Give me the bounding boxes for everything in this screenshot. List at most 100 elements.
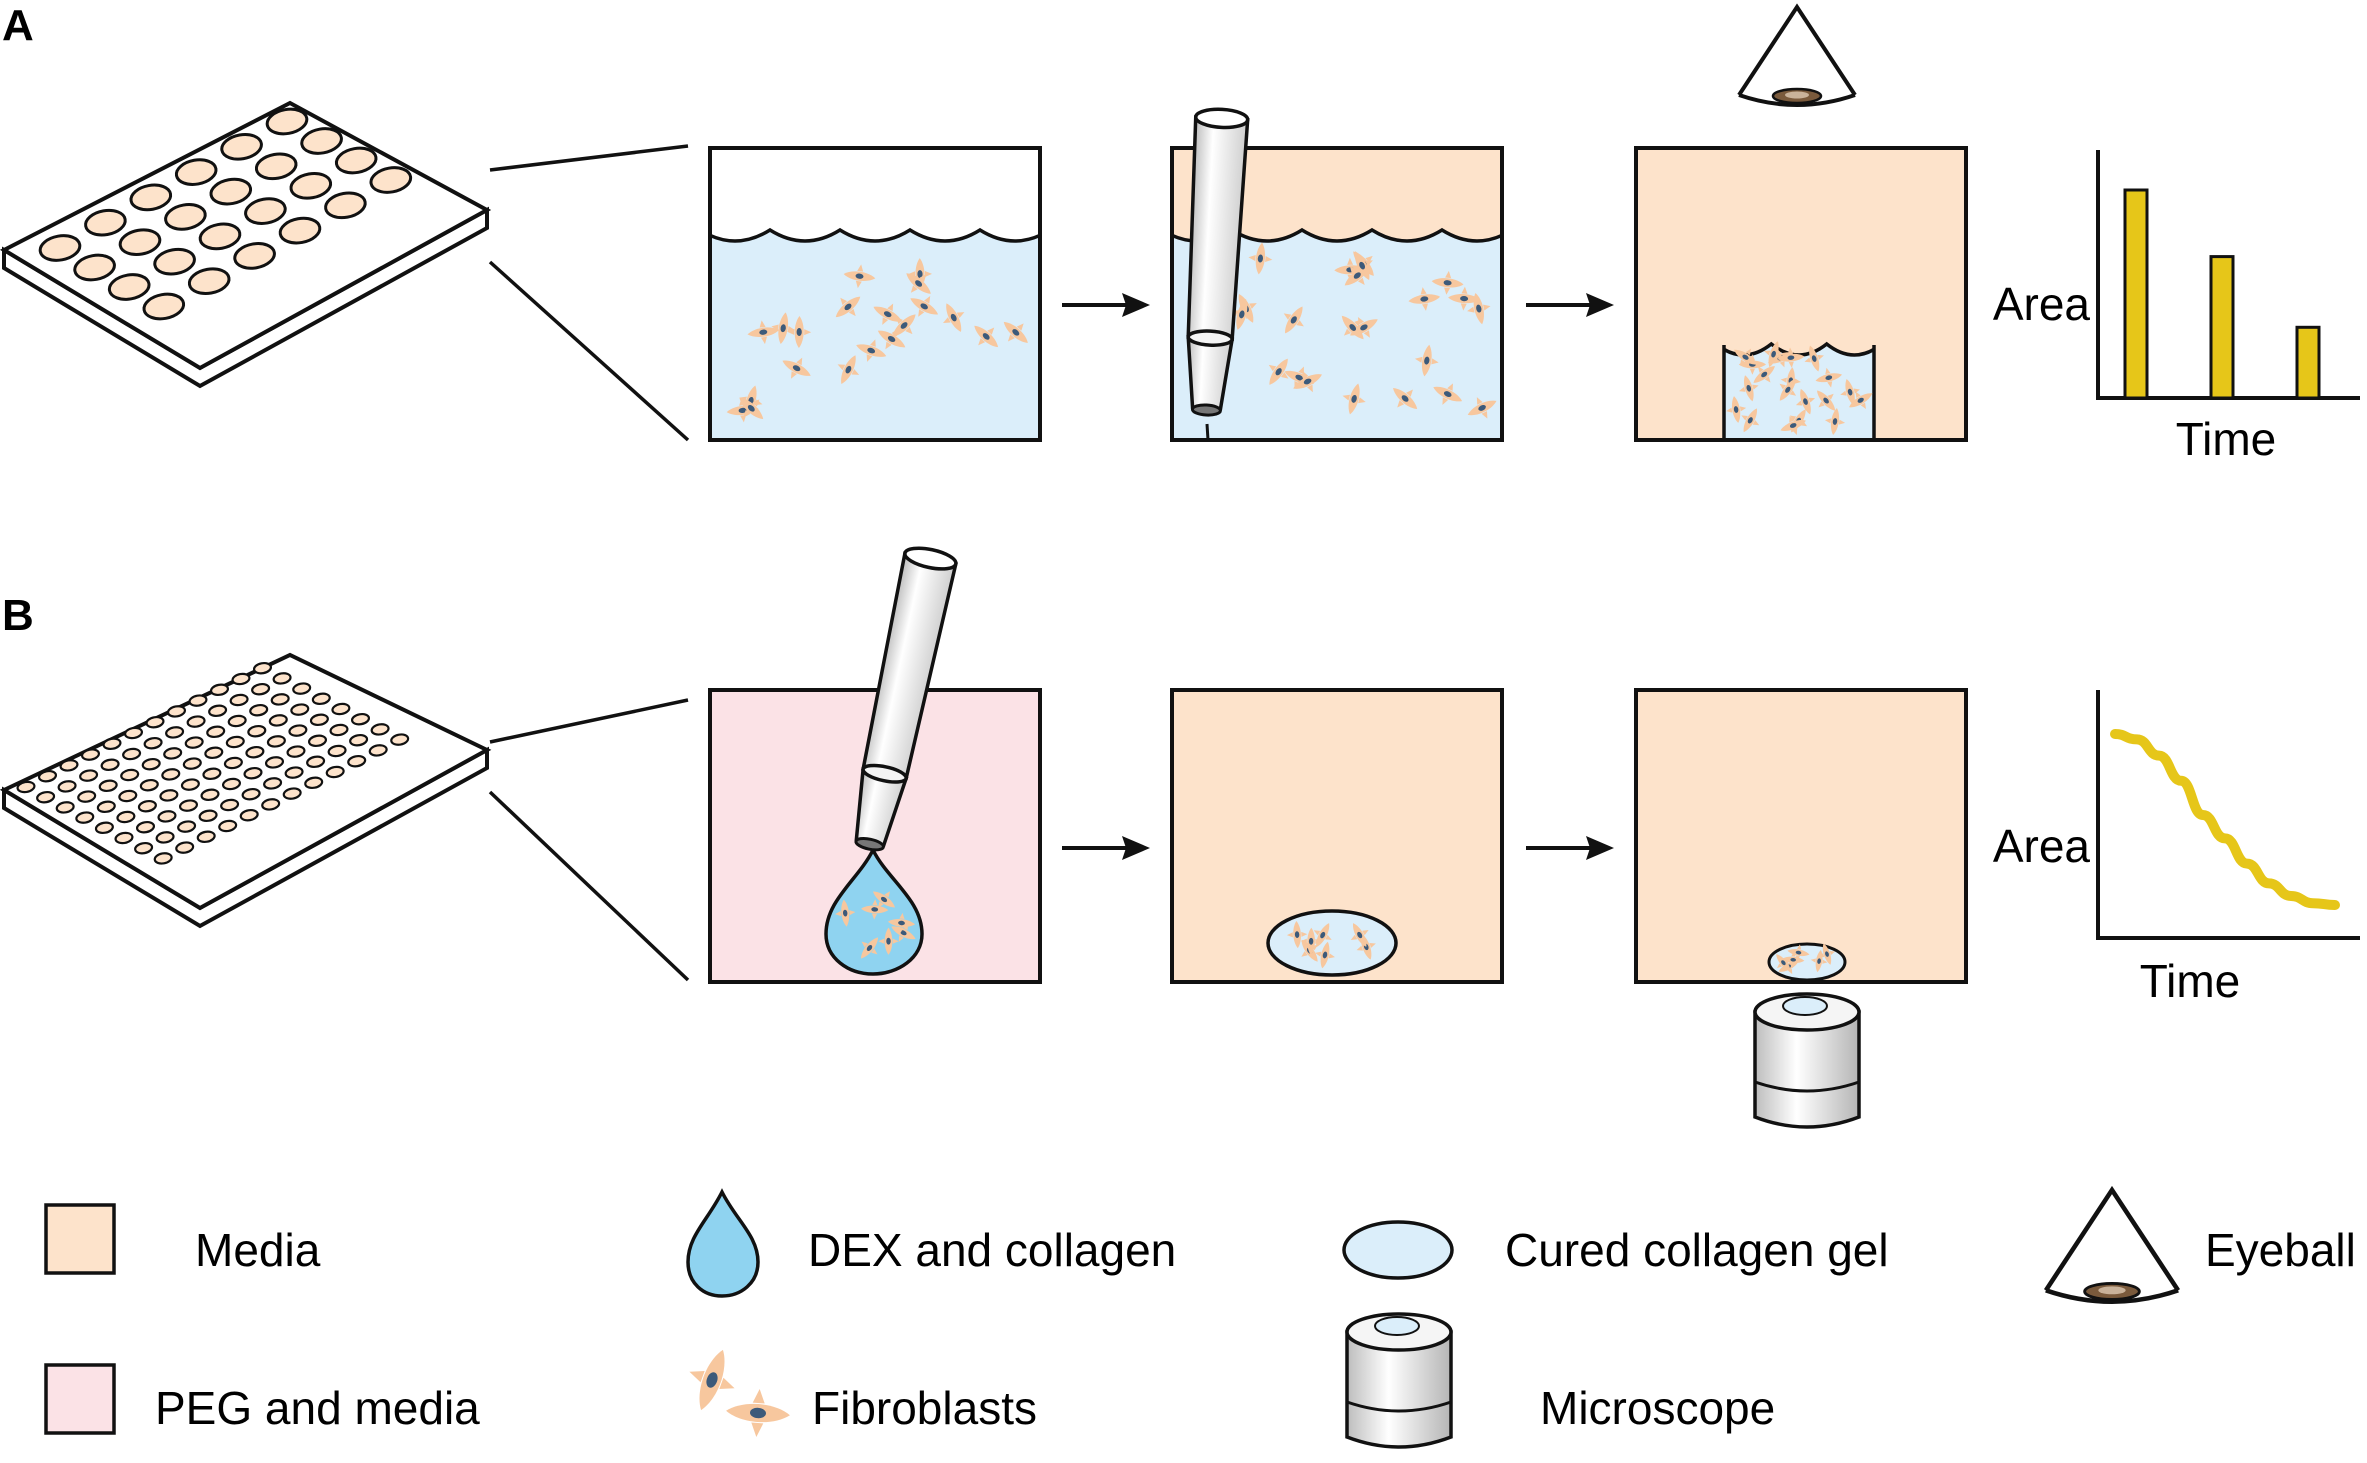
panel-a: A [0,1,2360,465]
plate-well [292,682,312,695]
eyeball-icon [1737,5,1857,107]
plate-well [122,747,142,761]
plate-well [300,127,343,155]
legend-label-fibroblasts: Fibroblasts [812,1382,1037,1434]
plate-well [75,811,95,824]
cured-collagen-gel [1266,909,1398,977]
legend-item-fibroblasts: Fibroblasts [678,1341,1037,1440]
plate-well [142,292,186,321]
zoom-line-bottom-b [488,790,690,982]
plate-well [98,779,118,793]
arrow-a1 [1062,293,1150,317]
plate-well [175,841,195,854]
plate-well [244,197,287,225]
plate-well [307,734,328,748]
plate-well [198,222,242,251]
plate-well [102,737,122,751]
plate-well [220,132,263,161]
legend-label-peg-media: PEG and media [155,1382,480,1434]
plate-well [141,757,161,771]
plate-well [325,765,345,779]
plate-well [347,754,367,768]
plate-well [263,777,283,790]
plate-well [153,852,173,865]
plate-well [227,714,247,728]
plate-well [270,693,290,706]
y-axis-label-a: Area [1993,278,2091,330]
plate-well [261,798,281,811]
bar [2209,255,2235,400]
plate-well [369,166,413,194]
plate-well [334,146,378,175]
arrow-b1 [1062,836,1150,860]
plate-well [221,777,242,791]
arrow-a2 [1526,293,1614,317]
plate-well [184,736,204,749]
plate-well [186,715,206,728]
plate-well [79,769,99,782]
plate-well [100,758,120,772]
plate-well [266,735,286,748]
plate-well [96,800,116,814]
plate-well [349,733,369,747]
plate-well [80,748,101,761]
plate-well [166,705,187,718]
well-b3-contracted-gel [1634,688,1968,984]
plate-well [241,787,261,801]
plate-well [137,799,157,813]
plate-well [209,177,253,206]
plate-well [73,253,116,282]
plate-well [264,756,285,769]
legend-item-peg-media: PEG and media [44,1363,480,1435]
bar-chart-a: Area Time [1993,150,2360,465]
well-a3-contracted-gel [1634,146,1968,442]
legend-label-eyeball: Eyeball [2205,1224,2356,1276]
zoom-line-bottom-a [488,260,690,442]
plate-well [329,723,349,737]
plate-well [161,768,181,781]
panel-letter-b: B [2,591,34,640]
legend-label-cured-gel: Cured collagen gel [1505,1224,1889,1276]
area-curve-b [2110,729,2340,910]
plate-well [123,726,144,740]
well-b2-cured-gel [1170,688,1504,984]
dex-drop-icon [686,1188,760,1298]
y-axis-label-b: Area [1993,820,2091,872]
plate-well [390,733,410,746]
plate-well [16,780,36,794]
microscope-icon [1345,1312,1453,1449]
plate-well [252,661,273,675]
plate-well [272,672,292,685]
plate-well [202,767,222,781]
plate-well [118,789,138,803]
plate-well [120,768,140,782]
plate-well [164,203,207,231]
legend-label-microscope: Microscope [1540,1382,1775,1434]
legend-item-eyeball: Eyeball [2046,1190,2356,1302]
zoom-line-top-a [489,144,689,172]
plate-well [265,107,309,136]
legend-item-dex-collagen: DEX and collagen [686,1188,1176,1298]
plate-well [249,703,269,717]
peg-media-swatch [44,1363,116,1435]
x-axis-label-b: Time [2140,955,2241,1007]
plate-well [368,744,388,757]
plate-well [38,234,82,262]
plate-well [286,745,306,758]
bar [2123,188,2149,400]
legend-item-microscope: Microscope [1345,1312,1775,1449]
plate-well [178,799,199,812]
x-axis-label-a: Time [2176,413,2277,465]
plate-well [251,682,271,696]
plate-well [208,704,228,718]
plate-well [268,714,288,727]
eyeball-icon [2046,1190,2178,1302]
plate-well [196,830,216,844]
legend-label-dex-collagen: DEX and collagen [808,1224,1176,1276]
plate-well [350,712,371,726]
fibroblast-icon [678,1341,792,1440]
plate-well [143,736,163,750]
plate-well [187,267,231,296]
plate-well [288,724,308,737]
